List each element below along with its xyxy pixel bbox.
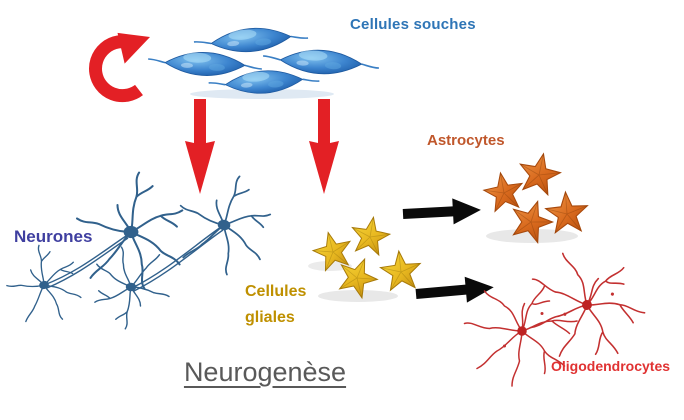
glial-cells-label-line2: gliales — [245, 309, 295, 326]
right-arrow-top-icon — [402, 198, 481, 225]
down-arrow-left-icon — [185, 99, 215, 194]
neurons-illustration — [0, 166, 277, 332]
right-arrow-bottom-icon — [415, 276, 494, 303]
neurons-label: Neurones — [14, 227, 93, 246]
oligodendrocytes-label: Oligodendrocytes — [551, 358, 671, 374]
glial-cells-label-line1: Cellules — [245, 283, 307, 300]
glial-cells-label: Cellules gliales — [245, 279, 315, 331]
glial-cells-illustration — [308, 213, 424, 302]
astrocytes-illustration — [480, 149, 590, 246]
down-arrow-right-icon — [309, 99, 339, 194]
self-renewal-arrow-icon — [89, 32, 150, 103]
stem-cells-label: Cellules souches — [350, 16, 476, 33]
stem-cells-illustration — [146, 22, 381, 99]
diagram-title: Neurogenèse — [183, 357, 347, 387]
astrocytes-label: Astrocytes — [427, 132, 505, 149]
